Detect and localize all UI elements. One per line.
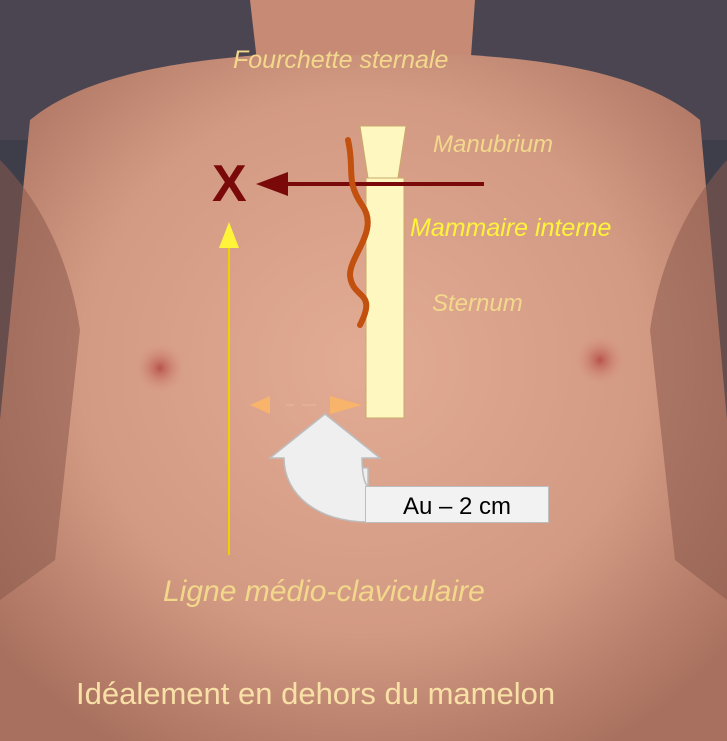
caption-ideal-position: Idéalement en dehors du mamelon (76, 676, 555, 712)
left-nipple (134, 342, 186, 394)
torso (0, 55, 727, 741)
sternum-shape (366, 178, 404, 418)
distance-box: Au – 2 cm (365, 486, 549, 523)
label-ligne-medio-claviculaire: Ligne médio-claviculaire (163, 575, 485, 609)
label-manubrium: Manubrium (433, 131, 553, 159)
label-mammaire-interne: Mammaire interne (410, 214, 611, 243)
target-mark: X (212, 158, 247, 210)
label-fourchette-sternale: Fourchette sternale (233, 46, 448, 75)
manubrium-shape (360, 126, 406, 178)
distance-label: Au – 2 cm (366, 493, 548, 521)
label-sternum: Sternum (432, 290, 523, 318)
right-nipple (574, 334, 626, 386)
